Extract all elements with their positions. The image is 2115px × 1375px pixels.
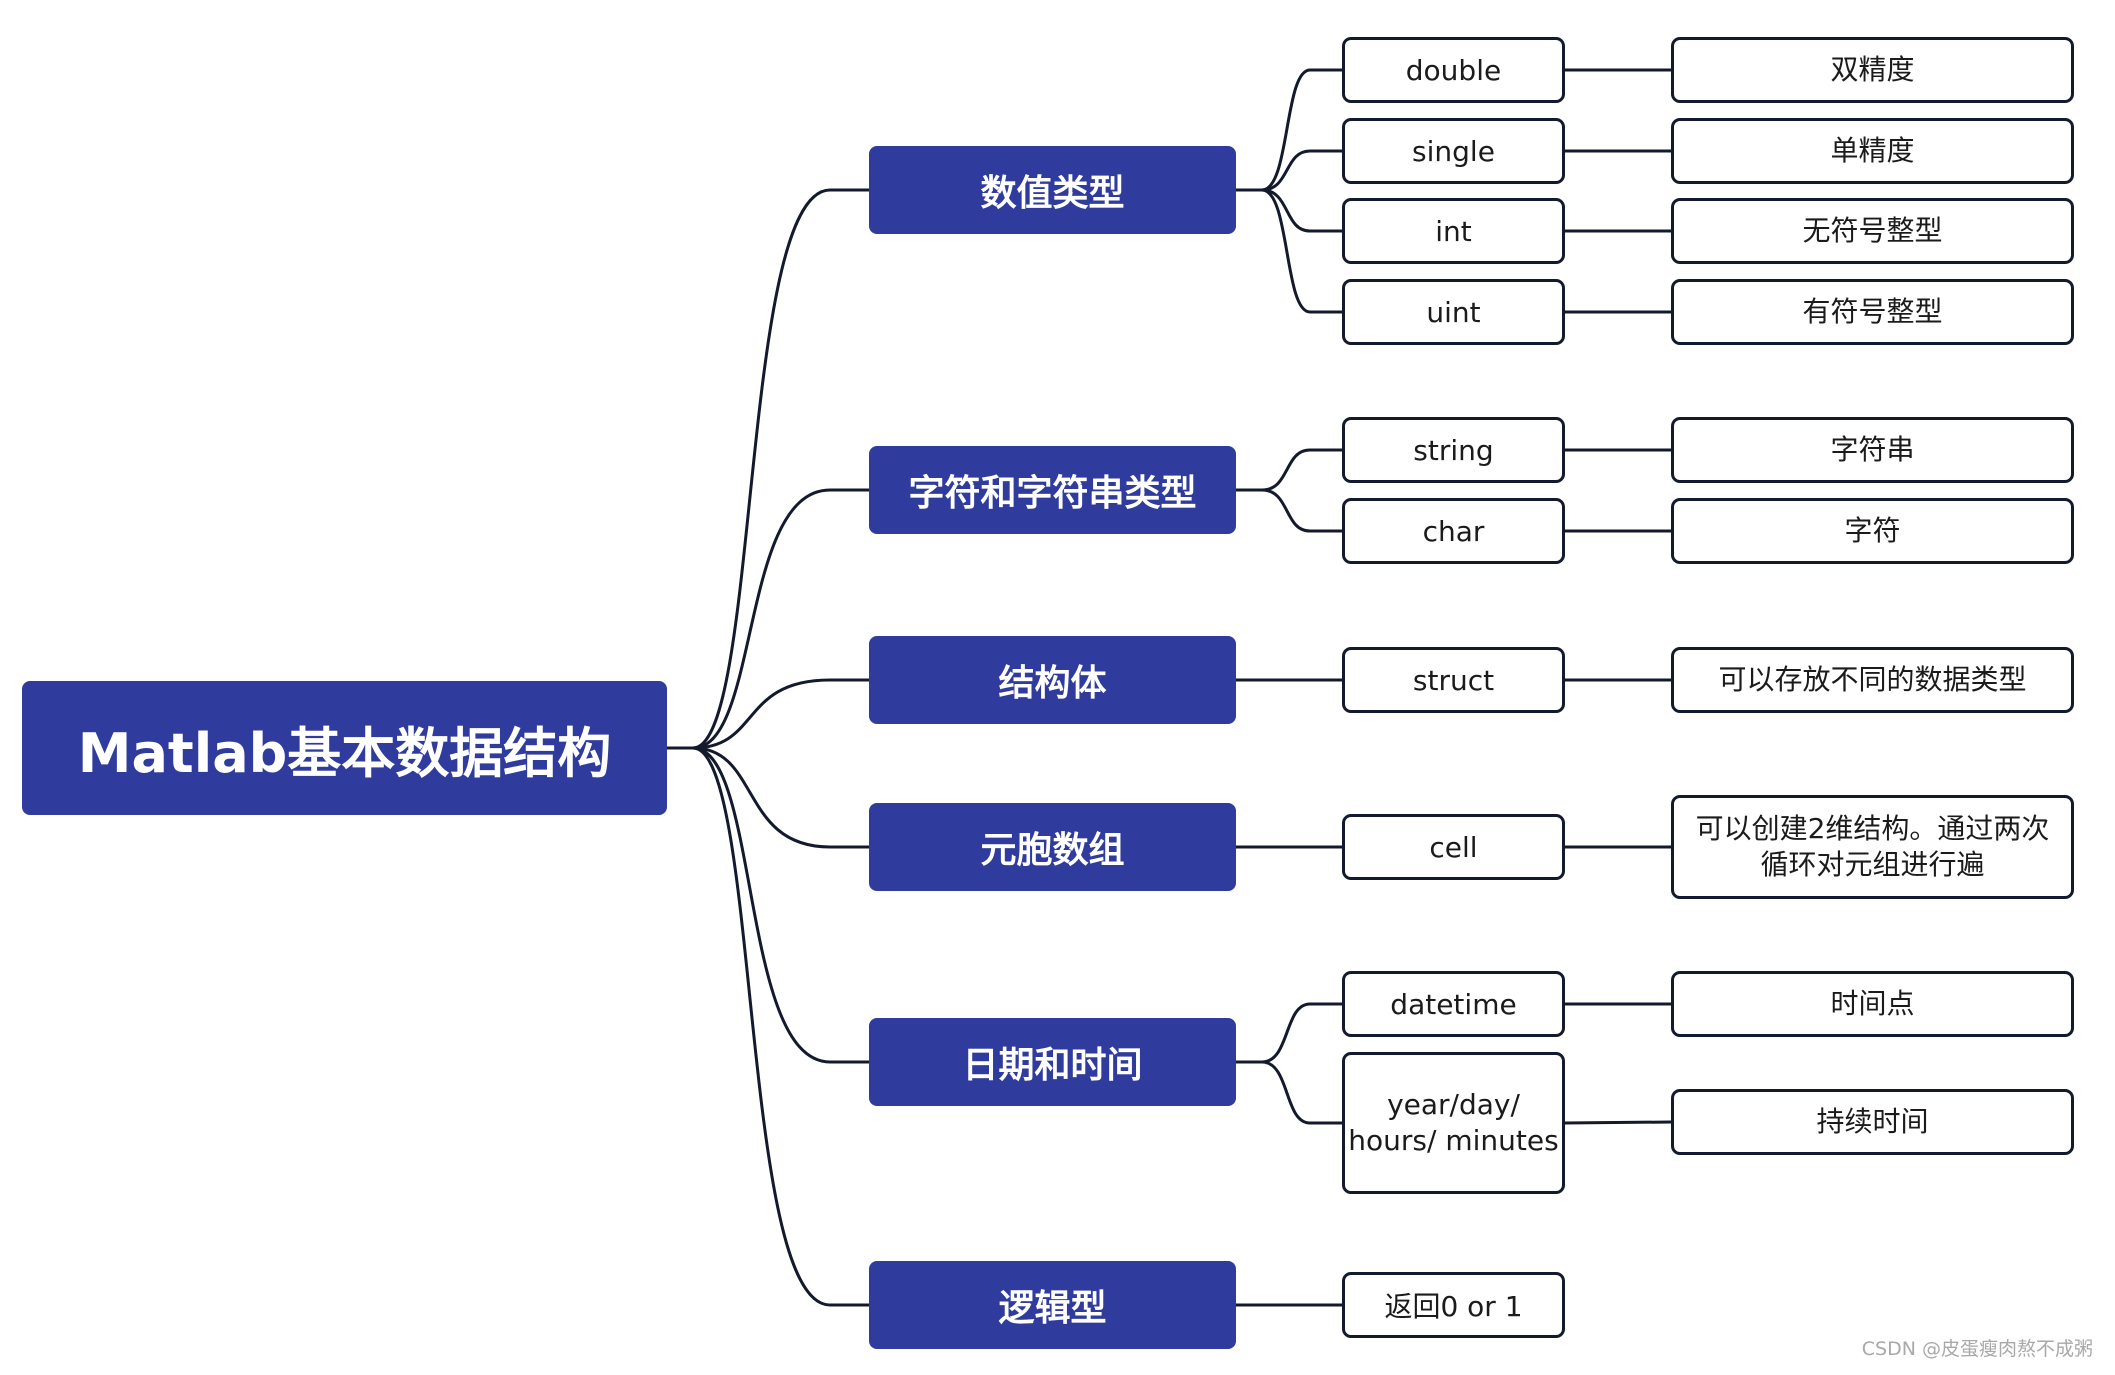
category-to-type-line (1261, 188, 1342, 233)
category-to-type-line (1261, 149, 1342, 192)
desc-char[interactable]: 字符 (1671, 498, 2074, 564)
type-cell[interactable]: cell (1342, 814, 1565, 880)
type-duration[interactable]: year/day/ hours/ minutes (1342, 1052, 1565, 1194)
category-to-type-line (1261, 68, 1342, 192)
type-single[interactable]: single (1342, 118, 1565, 184)
type-logical[interactable]: 返回0 or 1 (1342, 1272, 1565, 1338)
desc-duration[interactable]: 持续时间 (1671, 1089, 2074, 1155)
desc-struct[interactable]: 可以存放不同的数据类型 (1671, 647, 2074, 713)
category-numeric[interactable]: 数值类型 (869, 146, 1236, 234)
root-to-category-line (692, 188, 869, 750)
category-to-type-line (1261, 1060, 1342, 1125)
root-to-category-line (692, 746, 869, 1064)
type-string[interactable]: string (1342, 417, 1565, 483)
desc-int[interactable]: 无符号整型 (1671, 198, 2074, 264)
desc-uint[interactable]: 有符号整型 (1671, 279, 2074, 345)
type-to-desc-line (1564, 1120, 1672, 1125)
root-to-category-line (692, 488, 869, 750)
category-datetime[interactable]: 日期和时间 (869, 1018, 1236, 1106)
desc-double[interactable]: 双精度 (1671, 37, 2074, 103)
category-to-type-line (1261, 1002, 1342, 1064)
desc-cell[interactable]: 可以创建2维结构。通过两次循环对元组进行遍 (1671, 795, 2074, 899)
type-uint[interactable]: uint (1342, 279, 1565, 345)
root-to-category-line (692, 746, 869, 849)
category-struct[interactable]: 结构体 (869, 636, 1236, 724)
watermark: CSDN @皮蛋瘦肉熬不成粥 (1861, 1338, 2093, 1360)
desc-datetime[interactable]: 时间点 (1671, 971, 2074, 1037)
type-datetime[interactable]: datetime (1342, 971, 1565, 1037)
desc-single[interactable]: 单精度 (1671, 118, 2074, 184)
root-node[interactable]: Matlab基本数据结构 (22, 681, 667, 815)
category-string[interactable]: 字符和字符串类型 (869, 446, 1236, 534)
category-to-type-line (1261, 188, 1342, 314)
type-double[interactable]: double (1342, 37, 1565, 103)
category-to-type-line (1261, 448, 1342, 492)
category-to-type-line (1261, 488, 1342, 533)
root-to-category-line (692, 746, 869, 1307)
type-char[interactable]: char (1342, 498, 1565, 564)
desc-string[interactable]: 字符串 (1671, 417, 2074, 483)
root-to-category-line (692, 678, 869, 750)
type-struct[interactable]: struct (1342, 647, 1565, 713)
category-logical[interactable]: 逻辑型 (869, 1261, 1236, 1349)
category-cell[interactable]: 元胞数组 (869, 803, 1236, 891)
type-int[interactable]: int (1342, 198, 1565, 264)
